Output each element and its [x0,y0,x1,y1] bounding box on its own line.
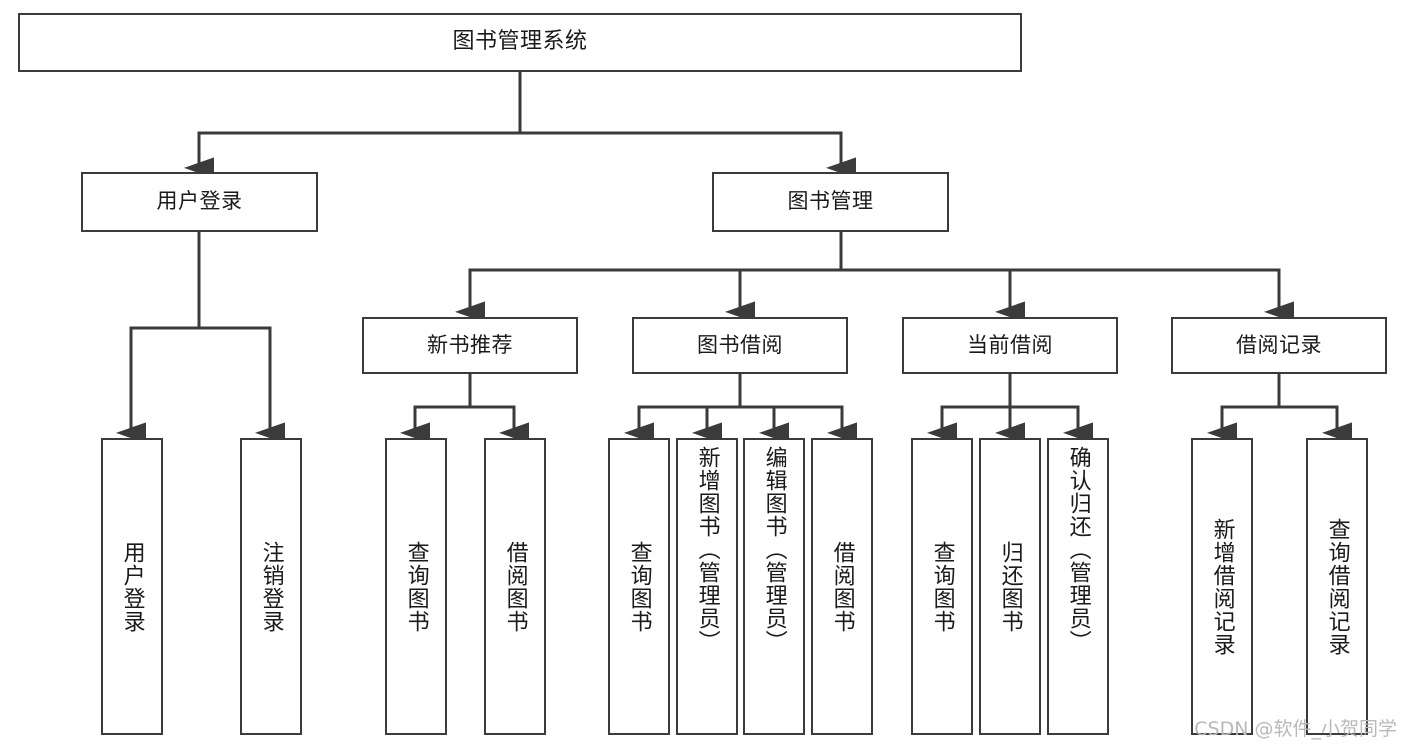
node-new-book-recommend[interactable]: 新书推荐 [362,317,578,374]
node-leaf-add-book-admin[interactable]: 新增图书（管理员） [676,438,738,735]
node-leaf-borrow-book-borrow[interactable]: 借阅图书 [811,438,873,735]
node-leaf-return-book[interactable]: 归还图书 [979,438,1041,735]
node-user-login[interactable]: 用户登录 [81,172,318,232]
node-leaf-edit-book-admin[interactable]: 编辑图书（管理员） [743,438,805,735]
node-new-book-recommend-label: 新书推荐 [427,332,513,357]
node-book-manage[interactable]: 图书管理 [712,172,949,232]
node-leaf-edit-book-admin-label: 编辑图书（管理员） [761,446,787,653]
node-leaf-confirm-return-admin-label: 确认归还（管理员） [1065,446,1091,653]
node-borrow-record-label: 借阅记录 [1236,332,1322,357]
node-leaf-borrow-book-recommend-label: 借阅图书 [502,540,528,633]
node-leaf-query-borrow-record-label: 查询借阅记录 [1324,517,1350,656]
node-leaf-confirm-return-admin[interactable]: 确认归还（管理员） [1047,438,1109,735]
node-book-borrow-label: 图书借阅 [697,332,783,357]
node-leaf-query-book-current-label: 查询图书 [929,540,955,633]
node-leaf-query-book-borrow[interactable]: 查询图书 [608,438,670,735]
node-book-manage-label: 图书管理 [787,189,874,214]
node-root-system-label: 图书管理系统 [452,29,588,55]
node-current-borrow[interactable]: 当前借阅 [902,317,1118,374]
node-leaf-return-book-label: 归还图书 [997,540,1023,633]
node-leaf-query-book-current[interactable]: 查询图书 [911,438,973,735]
node-leaf-logout-login[interactable]: 注销登录 [240,438,302,735]
node-book-borrow[interactable]: 图书借阅 [632,317,848,374]
node-leaf-add-book-admin-label: 新增图书（管理员） [694,446,720,653]
node-leaf-borrow-book-recommend[interactable]: 借阅图书 [484,438,546,735]
node-borrow-record[interactable]: 借阅记录 [1171,317,1387,374]
node-leaf-query-book-recommend[interactable]: 查询图书 [385,438,447,735]
node-leaf-add-borrow-record[interactable]: 新增借阅记录 [1191,438,1253,735]
node-leaf-borrow-book-borrow-label: 借阅图书 [829,540,855,633]
node-current-borrow-label: 当前借阅 [967,332,1053,357]
node-leaf-user-login-label: 用户登录 [119,540,145,633]
node-user-login-label: 用户登录 [156,189,243,214]
node-leaf-logout-login-label: 注销登录 [258,540,284,633]
node-leaf-query-book-borrow-label: 查询图书 [626,540,652,633]
node-leaf-user-login[interactable]: 用户登录 [101,438,163,735]
node-root-system[interactable]: 图书管理系统 [18,13,1022,72]
node-leaf-query-borrow-record[interactable]: 查询借阅记录 [1306,438,1368,735]
node-leaf-query-book-recommend-label: 查询图书 [403,540,429,633]
node-leaf-add-borrow-record-label: 新增借阅记录 [1209,517,1235,656]
